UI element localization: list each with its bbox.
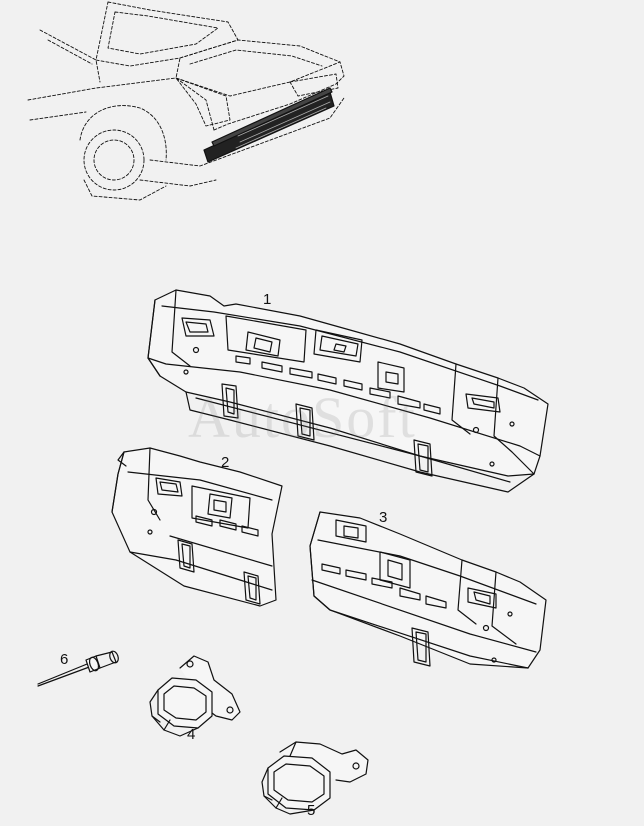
callout-6: 6 — [60, 651, 69, 668]
callout-4: 4 — [187, 726, 196, 743]
callout-3: 3 — [379, 509, 388, 526]
watermark-text: AutoSoft — [188, 385, 417, 450]
part-2-left-section — [111, 447, 283, 607]
car-rear-sketch — [27, 1, 345, 201]
callout-2: 2 — [221, 454, 230, 471]
part-4-sleeve-bracket — [149, 655, 241, 737]
callout-5: 5 — [307, 802, 316, 819]
part-5-sleeve-bracket — [261, 741, 369, 815]
callout-1: 1 — [263, 291, 272, 308]
car-bumper-highlight — [203, 87, 335, 163]
part-1-bumper-beam — [147, 289, 549, 493]
part-6-rivet — [37, 650, 119, 687]
part-3-right-section — [309, 511, 547, 669]
